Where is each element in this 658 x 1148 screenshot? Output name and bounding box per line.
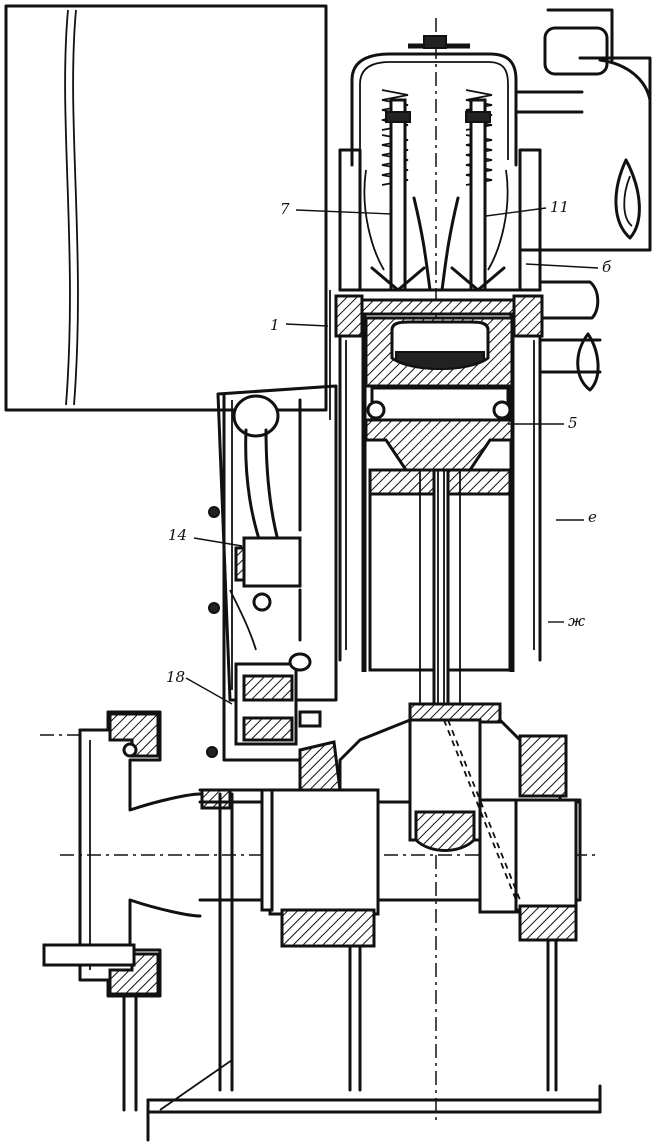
label-valve-left: 7 [280, 200, 290, 218]
crankshaft [60, 718, 600, 948]
label-gear-upper: 14 [168, 526, 187, 544]
lower-piston [368, 468, 512, 710]
label-cylinder: 1 [270, 316, 280, 334]
part-labels: 7 11 б 1 5 14 18 е ж [166, 198, 612, 686]
label-valve-right: 11 [550, 198, 569, 216]
upper-piston [364, 316, 514, 472]
crankcase [146, 702, 602, 1142]
label-gear-lower: 18 [166, 668, 185, 686]
exhaust-pipes [514, 8, 652, 392]
lower-gear [234, 652, 322, 746]
label-port-e: е [588, 508, 597, 526]
side-frame [4, 4, 328, 412]
output-flange [40, 710, 202, 1112]
cylinder-head [334, 148, 544, 338]
label-cylinder-cover: б [602, 258, 612, 276]
label-port-zh: ж [568, 612, 585, 630]
valve-assembly [363, 89, 509, 292]
label-piston: 5 [568, 414, 578, 432]
gear-housing [206, 384, 338, 762]
leader-lines [185, 207, 599, 705]
